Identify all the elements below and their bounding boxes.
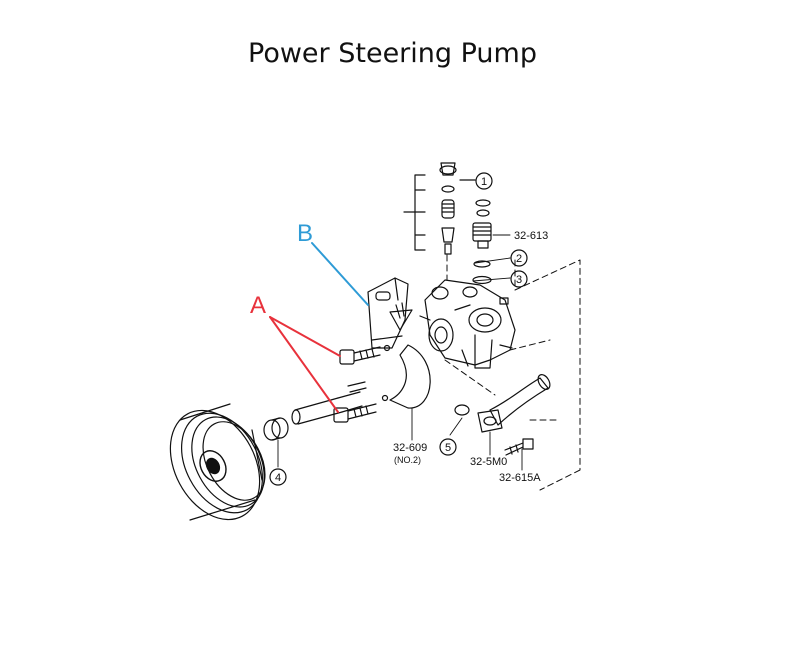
annotation-b: B: [297, 220, 313, 247]
o-ring-lower: [472, 275, 492, 285]
callout-5: 5: [445, 442, 451, 454]
bracket-no2: [371, 335, 431, 409]
callout-1: 1: [481, 176, 487, 188]
bolt-lower: [333, 403, 377, 423]
callout-2: 2: [516, 253, 522, 265]
part-32-5m0-label: 32-5M0: [470, 456, 507, 468]
bracket-upper: [367, 277, 413, 349]
flow-valve-stack: [403, 162, 476, 255]
part-32-609-label: 32-609: [393, 442, 427, 454]
bolt-upper: [339, 346, 381, 365]
assembly-outline: [444, 254, 581, 491]
annotation-b-line: [311, 242, 369, 306]
o-ring-upper: [473, 260, 491, 268]
suction-pipe: [477, 374, 551, 433]
part-32-609-note: (NO.2): [394, 455, 421, 465]
union-fitting: [472, 199, 492, 249]
page-title: Power Steering Pump: [248, 38, 537, 69]
part-32-615a-label: 32-615A: [499, 472, 541, 484]
callout-circles: [269, 172, 528, 486]
callout-4: 4: [275, 472, 281, 484]
callout-3: 3: [516, 274, 522, 286]
pump-body: [419, 279, 516, 369]
o-ring-pipe: [454, 404, 470, 416]
pulley: [169, 403, 266, 521]
part-32-613-label: 32-613: [514, 230, 548, 242]
pipe-bolt: [504, 438, 534, 456]
bushing: [263, 417, 289, 441]
annotation-a-lines: [269, 316, 341, 413]
leader-lines: [277, 234, 523, 471]
annotation-a: A: [250, 292, 266, 319]
drive-shaft: [291, 381, 367, 425]
